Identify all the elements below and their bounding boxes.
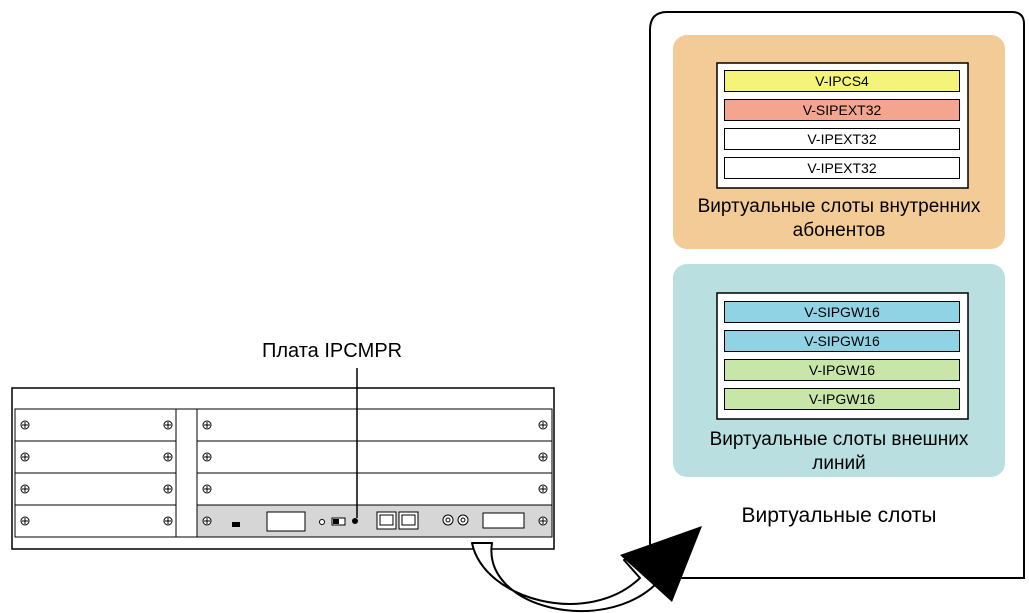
card-connector [482,512,525,529]
card-sd-slot [266,511,306,532]
left-slot-1 [14,408,177,442]
virtual-slots-title: Виртуальные слоты [741,504,937,527]
virtual-slot[interactable]: V-IPGW16 [724,388,960,410]
virtual-slot[interactable]: V-IPCS4 [724,70,960,92]
right-slot-2 [196,440,553,474]
left-slot-2 [14,440,177,474]
chassis [11,387,555,550]
trunk-group-caption-2: линий [812,453,866,474]
card-indicator [319,519,325,525]
ipcmpr-card-label: Плата IPCMPR [262,340,403,362]
right-slot-1 [196,408,553,442]
lan-port-icons [376,511,419,530]
extension-group-caption-2: абонентов [792,220,886,241]
virtual-slot[interactable]: V-SIPGW16 [724,330,960,352]
right-slot-3 [196,472,553,506]
audio-jack-icons [442,514,469,526]
trunk-group-caption-1: Виртуальные слоты внешних [709,429,969,450]
virtual-slot[interactable]: V-IPGW16 [724,359,960,381]
virtual-slot[interactable]: V-SIPEXT32 [724,99,960,121]
left-slot-3 [14,472,177,506]
card-led [232,522,240,527]
card-reset-button [352,518,358,524]
left-slot-4 [14,504,177,538]
virtual-slot[interactable]: V-SIPGW16 [724,301,960,323]
transfer-arrow-head [620,526,702,602]
virtual-slot[interactable]: V-IPEXT32 [724,128,960,150]
virtual-slot[interactable]: V-IPEXT32 [724,157,960,179]
slot-divider-column [175,408,198,538]
extension-group-caption-1: Виртуальные слоты внутренних [697,196,981,217]
